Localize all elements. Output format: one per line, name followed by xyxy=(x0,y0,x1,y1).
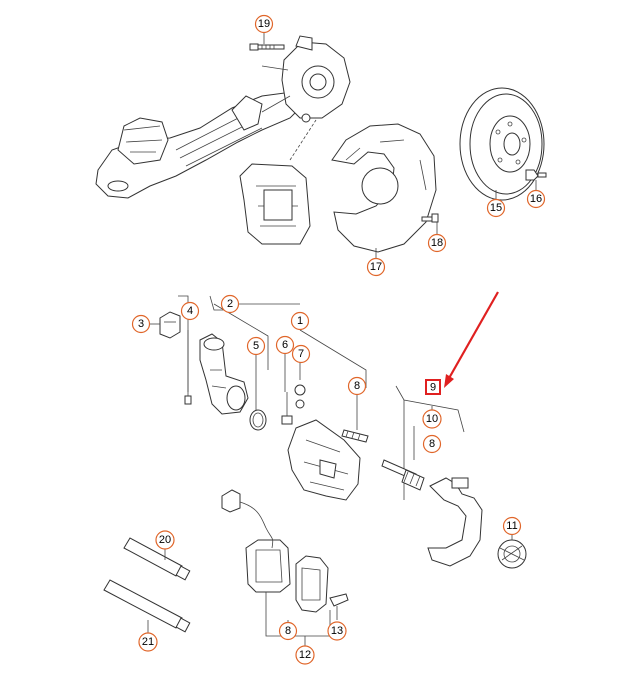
bolt-4 xyxy=(184,330,192,405)
bleeder-6 xyxy=(281,392,293,425)
callout-7[interactable]: 7 xyxy=(291,344,311,364)
callout-21[interactable]: 21 xyxy=(138,632,158,652)
wheel-bearing-housing xyxy=(261,35,351,123)
svg-text:20: 20 xyxy=(159,534,171,546)
svg-text:8: 8 xyxy=(354,380,360,392)
clip-13 xyxy=(329,593,349,607)
o-ring-5 xyxy=(249,409,267,431)
highlight-arrow xyxy=(444,291,499,388)
callout-20[interactable]: 20 xyxy=(155,530,175,550)
callout-4[interactable]: 4 xyxy=(180,301,200,321)
callout-2[interactable]: 2 xyxy=(220,294,240,314)
callout-19[interactable]: 19 xyxy=(254,14,274,34)
callout-13[interactable]: 13 xyxy=(327,621,347,641)
callout-8b[interactable]: 8 xyxy=(422,434,442,454)
svg-text:1: 1 xyxy=(297,315,303,327)
trailing-arm xyxy=(95,91,301,199)
svg-text:15: 15 xyxy=(490,202,502,214)
callout-5[interactable]: 5 xyxy=(246,336,266,356)
callout-15[interactable]: 15 xyxy=(486,198,506,218)
svg-text:6: 6 xyxy=(282,339,288,351)
bolt-18 xyxy=(421,213,439,223)
svg-text:9: 9 xyxy=(430,382,436,394)
callout-18[interactable]: 18 xyxy=(427,233,447,253)
svg-text:5: 5 xyxy=(253,340,259,352)
caliper-upper xyxy=(239,119,317,245)
brake-disc xyxy=(459,87,545,201)
svg-text:19: 19 xyxy=(258,18,270,30)
svg-text:8: 8 xyxy=(429,438,435,450)
grease-tube-20 xyxy=(123,537,191,581)
svg-text:2: 2 xyxy=(227,298,233,310)
guide-bolt-8a xyxy=(341,429,369,443)
svg-text:12: 12 xyxy=(299,649,311,661)
callout-11[interactable]: 11 xyxy=(502,516,522,536)
svg-text:8: 8 xyxy=(285,625,291,637)
svg-text:13: 13 xyxy=(331,625,343,637)
svg-text:3: 3 xyxy=(138,318,144,330)
grease-tube-21 xyxy=(103,579,191,634)
svg-text:11: 11 xyxy=(506,520,517,532)
svg-text:4: 4 xyxy=(187,305,193,317)
guide-pin-8b xyxy=(381,459,425,491)
brake-hose-10 xyxy=(427,477,483,567)
svg-text:18: 18 xyxy=(431,237,443,249)
callout-17[interactable]: 17 xyxy=(366,257,386,277)
callout-9-highlight[interactable]: 9 xyxy=(425,379,441,395)
caliper-1 xyxy=(287,419,361,501)
cap-7 xyxy=(294,384,306,409)
svg-text:7: 7 xyxy=(298,348,304,360)
splash-shield xyxy=(331,123,437,253)
cover-cap-3 xyxy=(159,311,181,339)
svg-text:21: 21 xyxy=(142,636,154,648)
parking-brake-motor-2 xyxy=(199,333,249,415)
callout-6[interactable]: 6 xyxy=(275,335,295,355)
svg-text:16: 16 xyxy=(530,193,542,205)
callout-8c[interactable]: 8 xyxy=(278,621,298,641)
callout-12[interactable]: 12 xyxy=(295,645,315,665)
svg-text:17: 17 xyxy=(370,261,382,273)
bolt-19 xyxy=(249,43,285,51)
svg-text:10: 10 xyxy=(426,413,438,425)
bearing-11 xyxy=(497,539,527,569)
callout-3[interactable]: 3 xyxy=(131,314,151,334)
screw-16 xyxy=(525,169,547,181)
callout-10[interactable]: 10 xyxy=(422,409,442,429)
brake-pads xyxy=(245,539,329,613)
wear-sensor-wire xyxy=(221,489,274,549)
callout-8a[interactable]: 8 xyxy=(347,376,367,396)
callout-16[interactable]: 16 xyxy=(526,189,546,209)
callout-1[interactable]: 1 xyxy=(290,311,310,331)
